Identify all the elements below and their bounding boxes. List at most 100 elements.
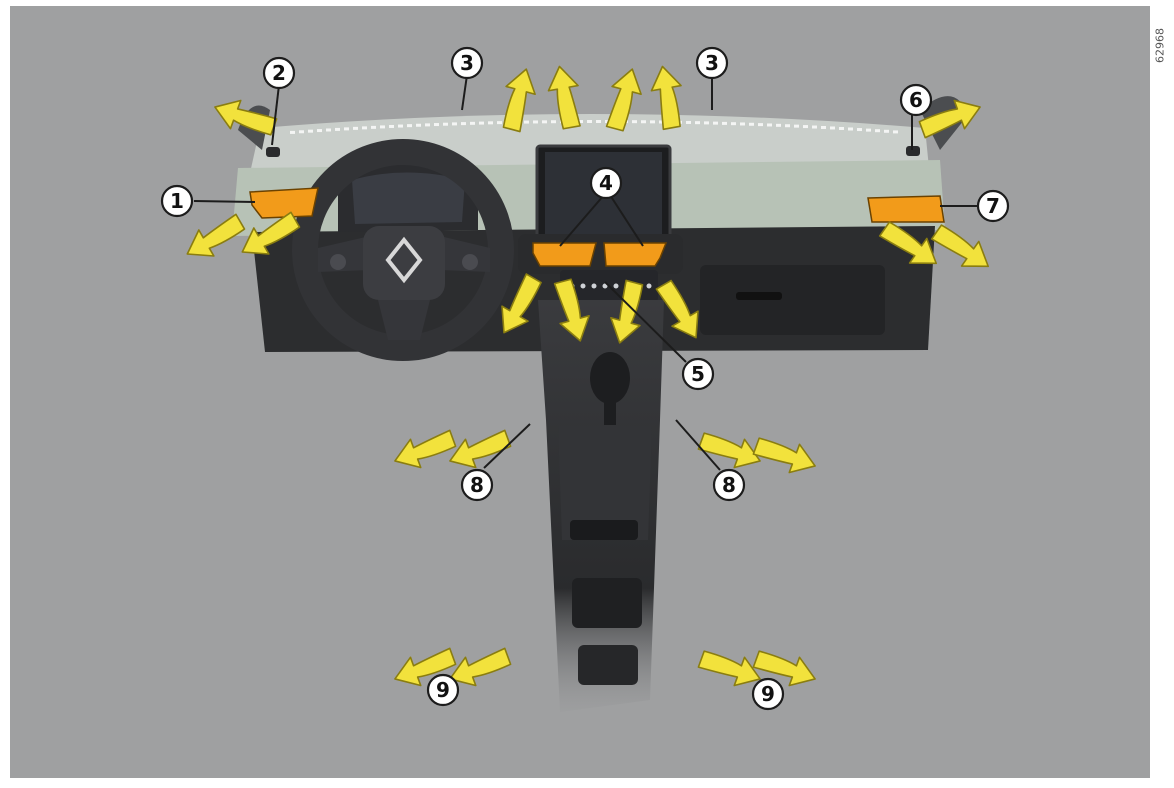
- callout-label: 9: [761, 682, 775, 706]
- callout-label: 9: [436, 678, 450, 702]
- airflow-arrow: [501, 273, 542, 334]
- right-demister-vent: [906, 146, 920, 156]
- left-demister-vent: [266, 147, 280, 157]
- grille-slot: [839, 126, 844, 130]
- grille-slot: [866, 128, 871, 132]
- airflow-arrow: [650, 65, 682, 131]
- grille-slot: [434, 123, 439, 127]
- leader-5: [604, 281, 687, 363]
- leader-8a: [483, 423, 531, 469]
- callout-label: 8: [470, 473, 484, 497]
- callout-label: 1: [170, 189, 184, 213]
- grille-slot: [650, 120, 655, 124]
- airflow-arrow: [214, 99, 278, 136]
- steering-wheel-rim: [292, 139, 514, 361]
- grille-slot: [893, 130, 898, 134]
- grille-slot: [335, 127, 340, 131]
- grille-slot: [713, 121, 718, 125]
- centre-vent-left: [532, 242, 597, 267]
- leader-3a: [461, 74, 468, 111]
- wheel-buttons-left: [330, 254, 346, 270]
- right-side-vent: [867, 195, 945, 223]
- airflow-arrow: [655, 279, 699, 339]
- grille-slot: [857, 128, 862, 132]
- airflow-arrow: [605, 68, 642, 132]
- airflow-arrow: [752, 650, 816, 687]
- airflow-arrow: [697, 650, 761, 687]
- callout-1: 1: [160, 184, 194, 218]
- grille-slot: [641, 120, 646, 124]
- centre-console: [538, 300, 664, 712]
- callout-5: 5: [681, 357, 715, 391]
- grille-slot: [353, 126, 358, 130]
- grille-slot: [497, 121, 502, 125]
- grille-slot: [884, 129, 889, 133]
- grille-slot: [749, 122, 754, 126]
- climate-button: [646, 283, 652, 289]
- grille-slot: [803, 125, 808, 129]
- grille-slot: [695, 121, 700, 125]
- glovebox-handle: [736, 292, 782, 300]
- grille-slot: [290, 130, 295, 134]
- airflow-arrow: [610, 279, 644, 344]
- rear-cup-holder: [578, 645, 638, 685]
- grille-slot: [425, 123, 430, 127]
- grille-slot: [731, 122, 736, 126]
- grille-slot: [785, 124, 790, 128]
- airflow-arrow: [752, 437, 816, 474]
- grille-slot: [524, 120, 529, 124]
- grille-slot: [632, 120, 637, 124]
- wheel-buttons-right: [462, 254, 478, 270]
- grille-slot: [362, 126, 367, 130]
- climate-button: [591, 283, 597, 289]
- callout-label: 8: [722, 473, 736, 497]
- airflow-arrow: [918, 99, 981, 139]
- callout-label: 3: [705, 51, 719, 75]
- grille-slot: [578, 120, 583, 124]
- grille-slot: [380, 125, 385, 129]
- callout-9b: 9: [751, 677, 785, 711]
- grille-slot: [308, 129, 313, 133]
- rear-console-vent: [570, 520, 638, 540]
- callout-label: 2: [272, 61, 286, 85]
- steering-wheel-lower-spoke: [378, 300, 430, 340]
- grille-slot: [848, 127, 853, 131]
- grille-slot: [371, 125, 376, 129]
- airflow-arrow: [553, 278, 590, 342]
- grille-slot: [551, 120, 556, 124]
- airbag-cover: [363, 226, 445, 300]
- glovebox: [700, 265, 885, 335]
- grille-slot: [776, 123, 781, 127]
- airflow-arrows: [186, 65, 990, 687]
- left-side-vent: [249, 187, 319, 219]
- centre-vent-right: [603, 242, 668, 267]
- grille-slot: [443, 122, 448, 126]
- rear-storage: [572, 578, 642, 628]
- callout-label: 6: [909, 88, 923, 112]
- grille-slot: [452, 122, 457, 126]
- figure-reference-code: 62968: [1153, 28, 1167, 64]
- grille-slot: [740, 122, 745, 126]
- grille-slot: [821, 125, 826, 129]
- grille-slot: [416, 123, 421, 127]
- callout-8a: 8: [460, 468, 494, 502]
- climate-button: [613, 283, 619, 289]
- armrest: [558, 426, 652, 540]
- callout-label: 3: [460, 51, 474, 75]
- callout-9a: 9: [426, 673, 460, 707]
- grille-slot: [461, 122, 466, 126]
- grille-slot: [389, 124, 394, 128]
- airflow-arrow: [930, 224, 990, 268]
- airflow-arrow: [449, 647, 512, 687]
- leader-4a: [559, 194, 605, 247]
- grille-slot: [794, 124, 799, 128]
- airflow-arrow: [547, 65, 581, 130]
- brand-logo: [385, 236, 423, 284]
- grille-slot: [398, 124, 403, 128]
- callout-2: 2: [262, 56, 296, 90]
- grille-slot: [830, 126, 835, 130]
- grille-slot: [317, 129, 322, 133]
- airflow-arrow: [394, 429, 457, 469]
